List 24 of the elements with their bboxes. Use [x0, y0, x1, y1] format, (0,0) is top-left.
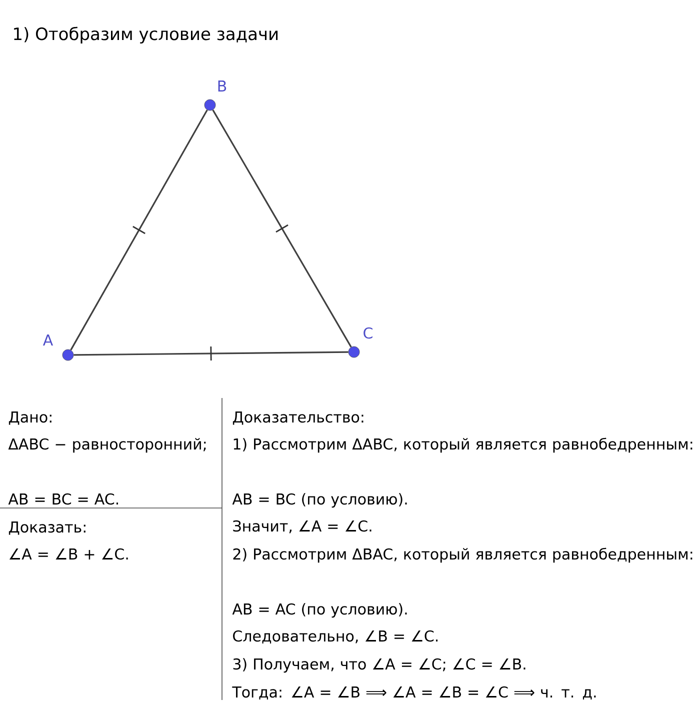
vertex-point: [348, 346, 360, 358]
text-line: Доказательство:: [232, 412, 364, 425]
vertex-label: A: [42, 334, 53, 346]
text-line: Дано:: [8, 412, 52, 425]
text-line: Значит, ∠A = ∠C.: [233, 520, 372, 534]
text-line: AB = BC (по условию).: [232, 493, 407, 508]
triangle-side: [70, 110, 208, 350]
vertex-label: C: [364, 327, 372, 339]
vertex-point: [204, 99, 216, 111]
vertex-label: B: [218, 80, 226, 92]
text-line: Доказать:: [8, 522, 86, 535]
vertex-point: [62, 349, 74, 361]
triangle-side: [212, 110, 352, 348]
text-line: 2) Рассмотрим ΔBAC, который является равнобедренным:: [233, 548, 692, 563]
text-line: 3) Получаем, что ∠A = ∠C; ∠C = ∠B.: [233, 658, 526, 673]
text-line: Следовательно, ∠B = ∠C.: [233, 630, 438, 644]
text-line: AB = BC = AC.: [8, 493, 118, 505]
text-line: Тогда: ∠A = ∠B ⟹ ∠A = ∠B = ∠C ⟹ ч. т. д.: [232, 686, 596, 700]
triangle-side: [74, 351, 348, 356]
text-line: ΔABC − равносторонний;: [8, 438, 206, 453]
text-line: 1) Рассмотрим ΔABC, который является равнобедренным:: [234, 438, 692, 453]
heading: 1) Отобразим условие задачи: [14, 26, 278, 44]
text-line: AB = AC (по условию).: [232, 603, 407, 618]
text-line: ∠A = ∠B + ∠C.: [9, 548, 128, 560]
